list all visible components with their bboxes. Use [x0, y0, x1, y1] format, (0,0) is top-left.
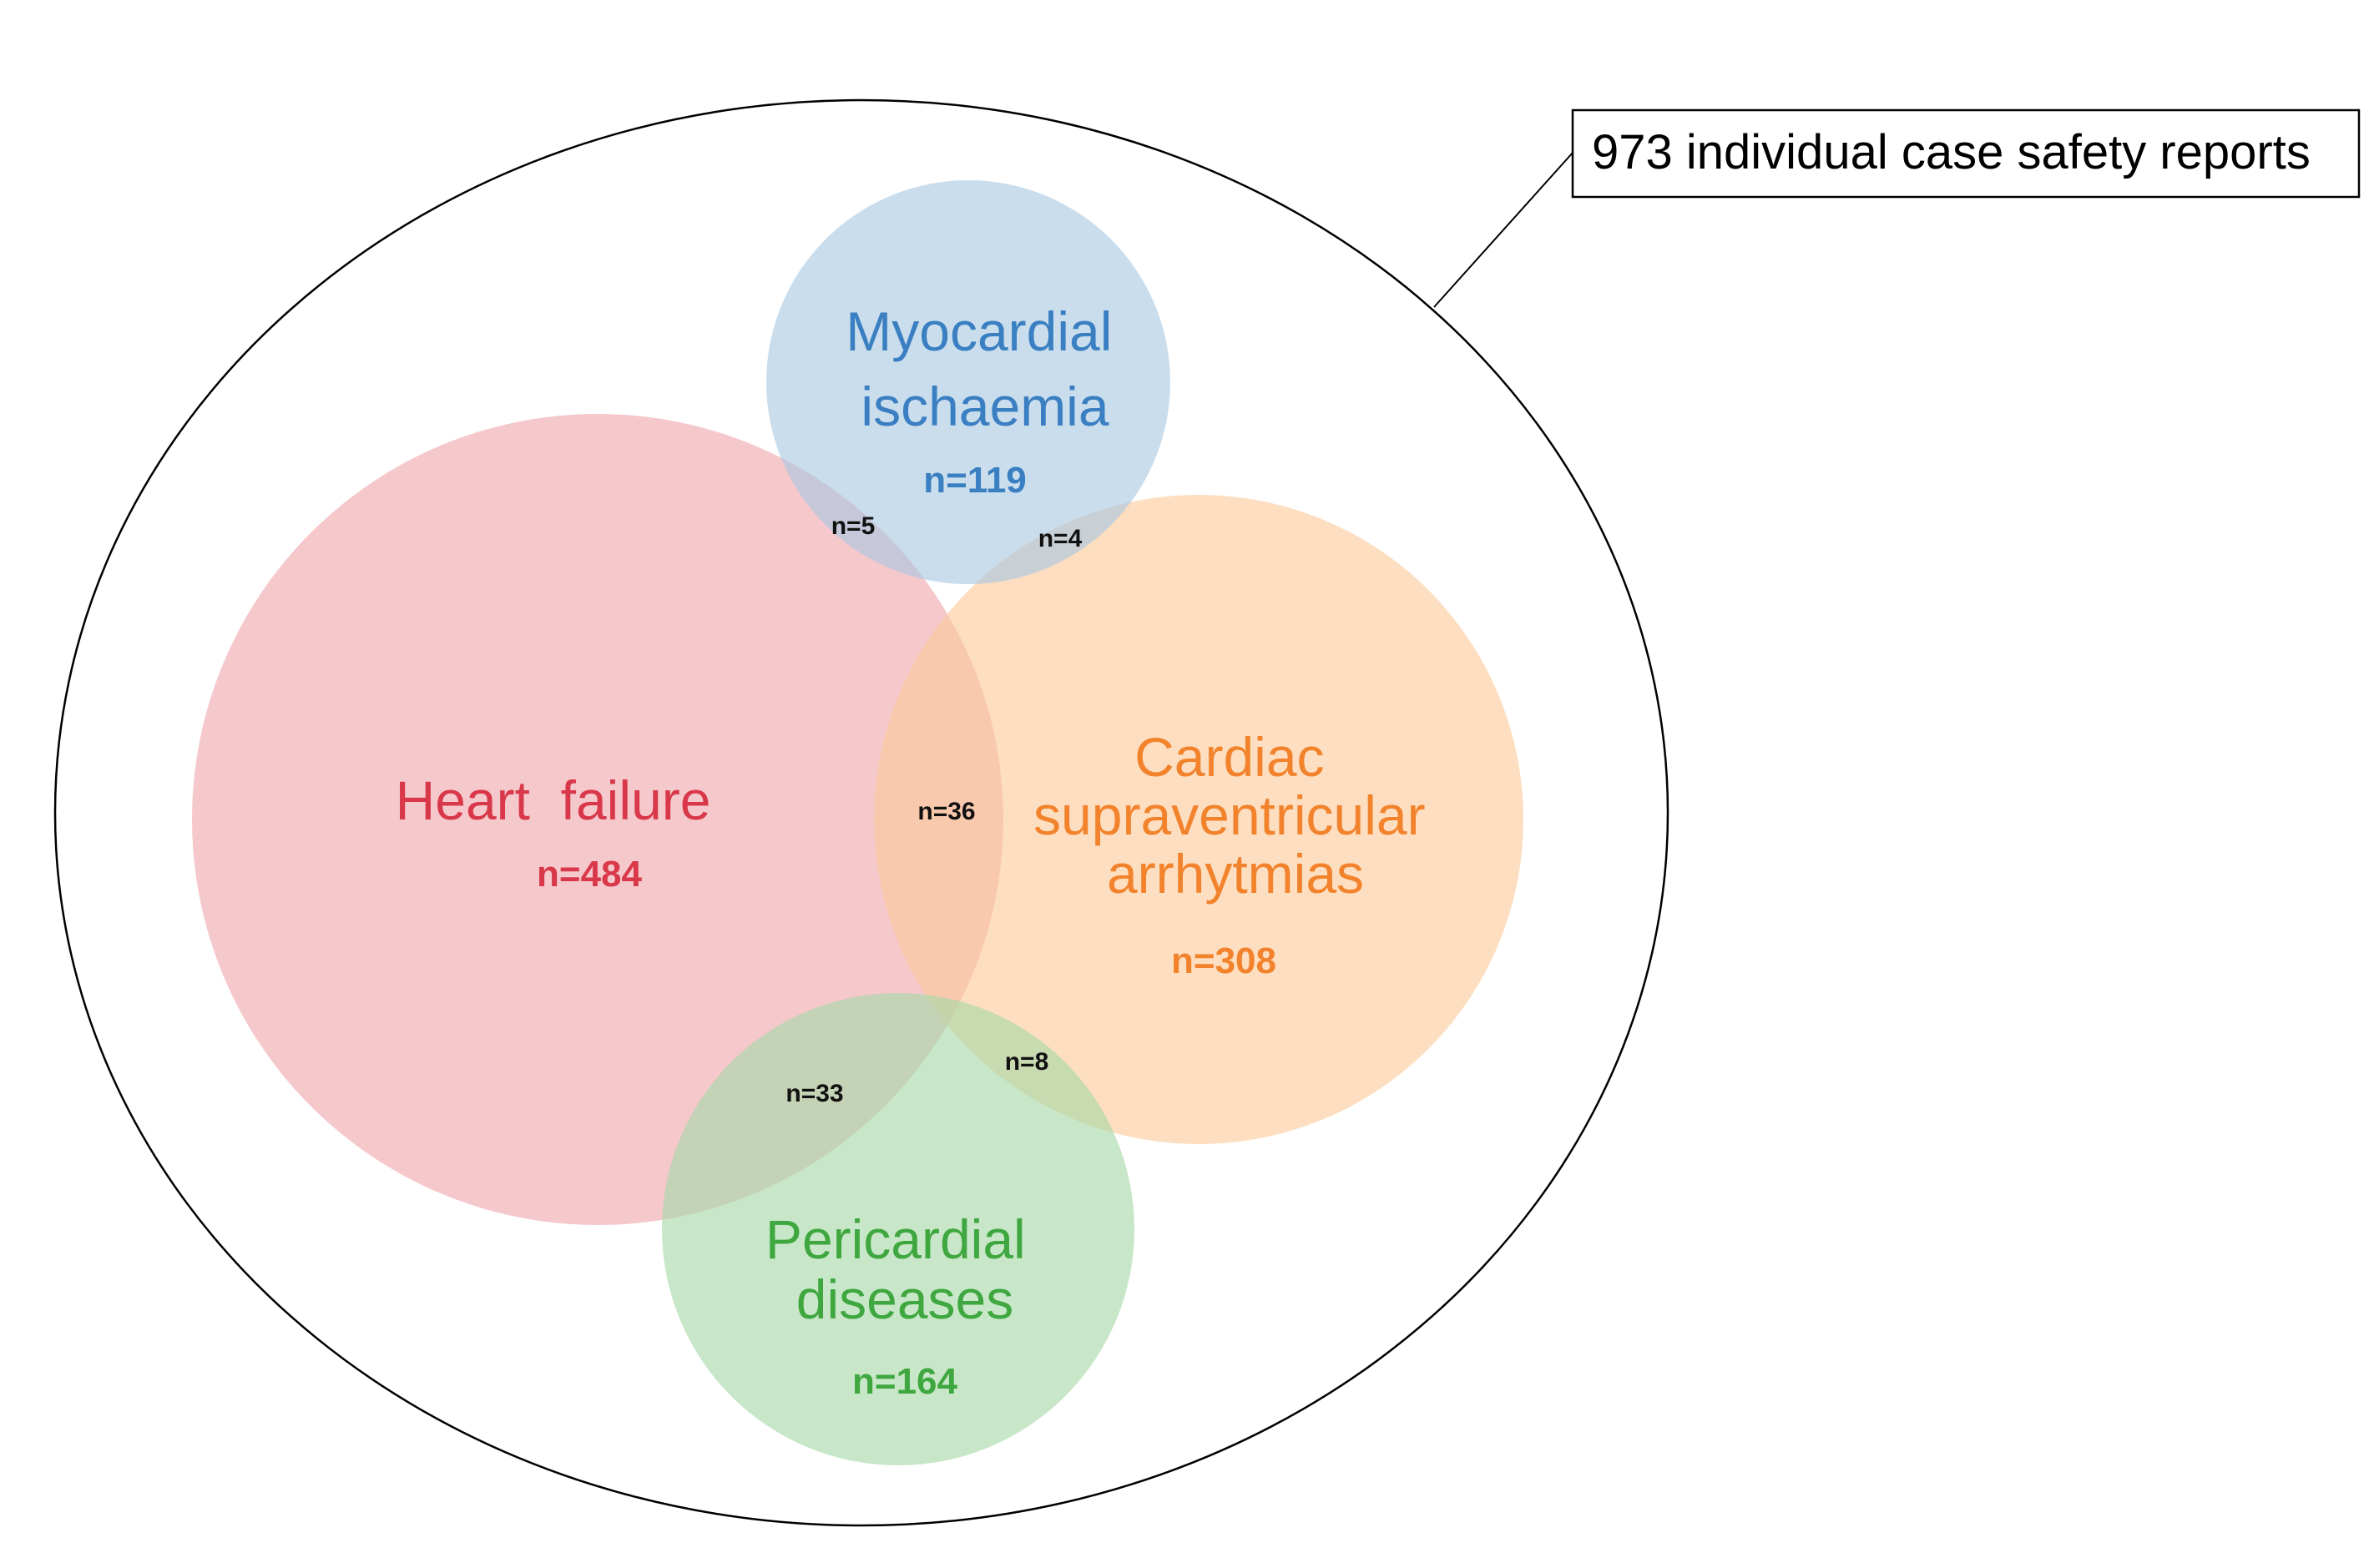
pericardial-title-line-2: diseases	[796, 1268, 1014, 1330]
overlap-heart-failure-pericardial: n=33	[785, 1080, 843, 1107]
cardiac-title-line-3: arrhytmias	[1107, 843, 1364, 905]
pericardial-title: Pericardial diseases	[765, 1208, 1041, 1330]
myocardial-title-line-2: ischaemia	[861, 376, 1109, 437]
circle-cardiac-arrhythmias	[874, 495, 1523, 1144]
pericardial-title-line-1: Pericardial	[765, 1208, 1026, 1270]
circle-myocardial-ischaemia	[766, 180, 1170, 584]
total-reports-box	[1571, 108, 2361, 199]
pericardial-count: n=164	[852, 1361, 958, 1402]
overlap-heart-failure-myocardial: n=5	[831, 512, 876, 540]
circle-pericardial-diseases	[662, 993, 1134, 1465]
cardiac-title-line-2: supraventricular	[1033, 784, 1426, 846]
heart-failure-title: Heart failure	[396, 769, 757, 831]
overlap-heart-failure-cardiac: n=36	[917, 798, 975, 825]
callout-leader-line	[1433, 152, 1573, 308]
cardiac-title-line-1: Cardiac	[1134, 726, 1324, 788]
myocardial-title-line-1: Myocardial	[846, 300, 1112, 362]
cardiac-title: Cardiac supraventricular arrhytmias	[1033, 726, 1441, 905]
cardiac-count: n=308	[1171, 940, 1276, 981]
overlap-cardiac-pericardial: n=8	[1005, 1048, 1049, 1076]
heart-failure-count: n=484	[537, 854, 643, 895]
myocardial-count: n=119	[923, 460, 1027, 501]
overlap-myocardial-cardiac: n=4	[1038, 525, 1083, 552]
total-reports-label: 973 individual case safety reports	[1592, 125, 2311, 179]
population-ellipse	[53, 98, 1669, 1527]
heart-failure-title-line-1: Heart failure	[396, 769, 711, 831]
myocardial-title: Myocardial ischaemia	[846, 300, 1127, 437]
